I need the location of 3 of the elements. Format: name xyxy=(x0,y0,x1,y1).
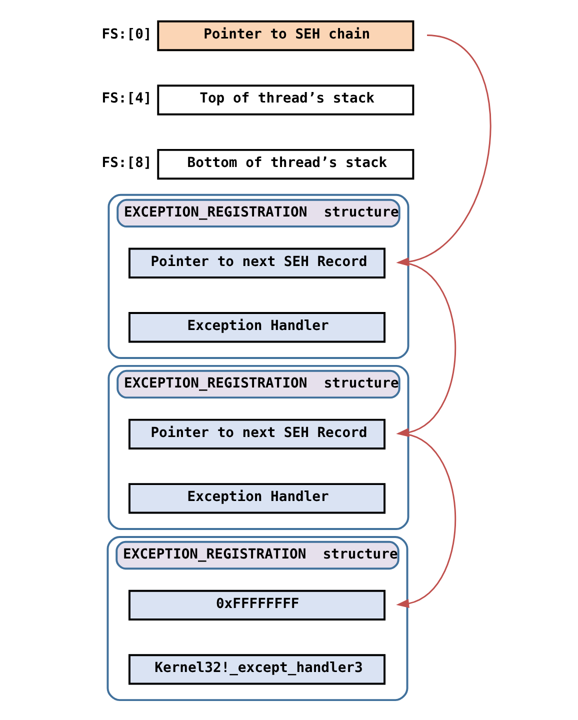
node-label: FS:[0] xyxy=(101,26,152,42)
node-label: FS:[8] xyxy=(101,154,152,171)
node-label: FS:[4] xyxy=(101,90,152,107)
